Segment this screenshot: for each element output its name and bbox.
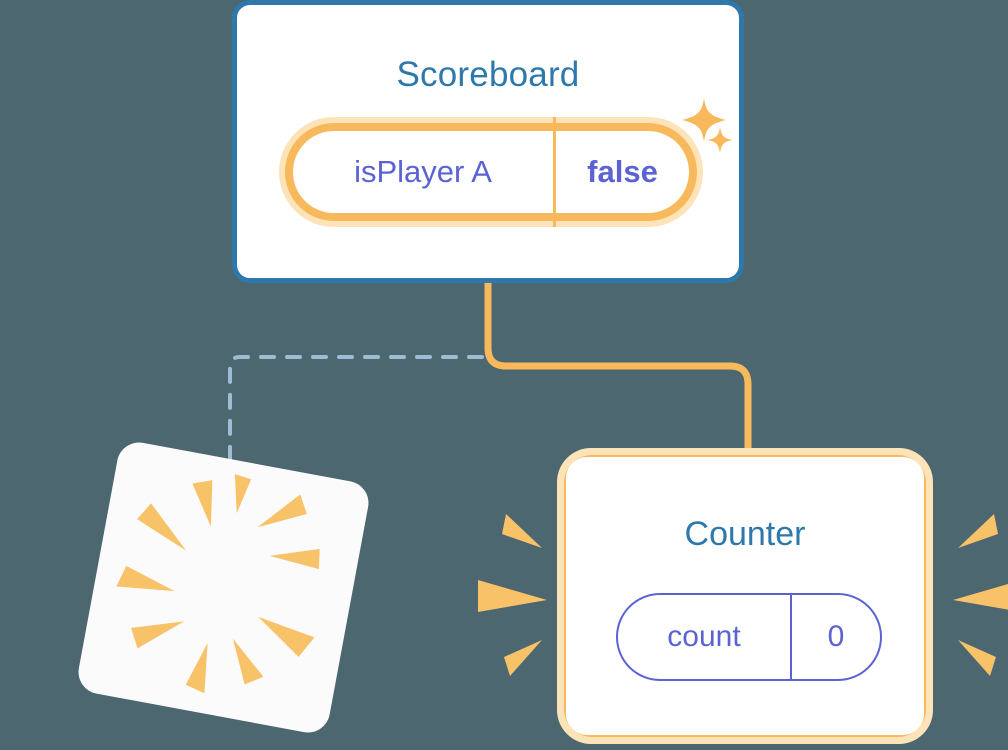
connector-scoreboard-to-counter bbox=[484, 280, 752, 460]
page-title-counter: Counter bbox=[684, 515, 806, 553]
sparkle-small-icon bbox=[707, 127, 733, 153]
connector-scoreboard-to-placeholder bbox=[228, 355, 484, 467]
state-value-label: false bbox=[587, 154, 658, 189]
sparkle-large-icon bbox=[682, 98, 726, 142]
state-pill-isplayer-a[interactable]: isPlayer A false bbox=[279, 117, 703, 227]
burst-rays-right-icon bbox=[953, 514, 1008, 676]
pill-divider-count bbox=[790, 595, 792, 679]
state-value-label-count: 0 bbox=[827, 620, 845, 653]
state-pill-count[interactable]: count 0 bbox=[616, 593, 882, 681]
card-placeholder-blank[interactable] bbox=[74, 438, 373, 737]
card-counter-inner: Counter count 0 bbox=[566, 457, 924, 735]
state-key-label: isPlayer A bbox=[354, 154, 492, 189]
burst-rays-left-icon bbox=[478, 514, 547, 676]
card-counter[interactable]: Counter count 0 bbox=[557, 448, 933, 744]
state-key-label-count: count bbox=[667, 620, 741, 653]
burst-rays-icon bbox=[116, 474, 320, 694]
pill-divider bbox=[553, 117, 556, 227]
card-scoreboard[interactable]: Scoreboard isPlayer A false bbox=[232, 0, 744, 283]
page-title-scoreboard: Scoreboard bbox=[396, 55, 580, 94]
pill-inner: isPlayer A false bbox=[293, 117, 689, 227]
